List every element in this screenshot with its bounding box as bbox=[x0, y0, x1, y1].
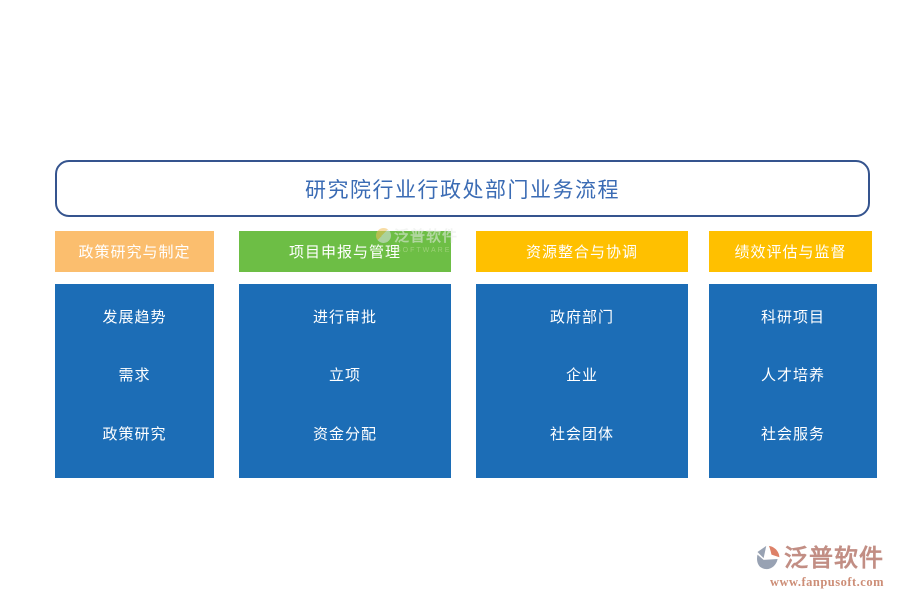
list-item: 政策研究 bbox=[102, 426, 167, 444]
column-header-performance: 绩效评估与监督 bbox=[709, 231, 872, 272]
list-item: 立项 bbox=[328, 367, 361, 385]
list-item: 科研项目 bbox=[760, 308, 825, 326]
column-body-resource: 政府部门 企业 社会团体 bbox=[476, 284, 688, 478]
fanpu-logo-icon bbox=[757, 545, 780, 570]
footer-brand-block: 泛普软件 www.fanpusoft.com bbox=[754, 544, 884, 590]
page-title: 研究院行业行政处部门业务流程 bbox=[305, 177, 620, 202]
list-item: 社会团体 bbox=[549, 426, 614, 444]
column-header-label: 绩效评估与监督 bbox=[734, 244, 847, 261]
column-header-policy: 政策研究与制定 bbox=[55, 231, 214, 272]
list-item: 发展趋势 bbox=[102, 308, 167, 326]
list-item: 资金分配 bbox=[312, 426, 377, 444]
footer-url: www.fanpusoft.com bbox=[769, 575, 884, 589]
column-header-label: 政策研究与制定 bbox=[78, 244, 191, 261]
column-body-project: 进行审批 立项 资金分配 bbox=[239, 284, 451, 478]
column-header-resource: 资源整合与协调 bbox=[476, 231, 688, 272]
title-box: 研究院行业行政处部门业务流程 bbox=[55, 160, 870, 217]
list-item: 社会服务 bbox=[760, 426, 825, 444]
list-item: 进行审批 bbox=[312, 308, 377, 326]
column-header-label: 资源整合与协调 bbox=[525, 244, 638, 261]
footer-brand-text: 泛普软件 bbox=[784, 545, 884, 572]
column-body-performance: 科研项目 人才培养 社会服务 bbox=[709, 284, 877, 478]
column-body-policy: 发展趋势 需求 政策研究 bbox=[55, 284, 214, 478]
list-item: 企业 bbox=[565, 367, 598, 385]
column-header-label: 项目申报与管理 bbox=[288, 244, 401, 261]
column-header-project: 项目申报与管理 bbox=[239, 231, 451, 272]
list-item: 人才培养 bbox=[760, 367, 825, 385]
list-item: 需求 bbox=[118, 367, 151, 385]
list-item: 政府部门 bbox=[549, 308, 614, 326]
